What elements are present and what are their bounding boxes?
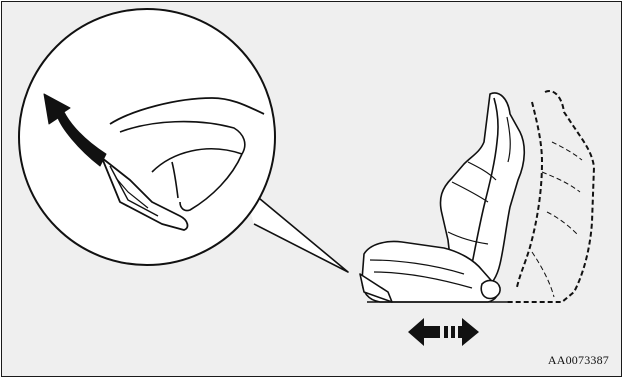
- seat-slid-back-outline: [507, 91, 594, 302]
- figure-code: AA0073387: [548, 353, 609, 368]
- double-headed-arrow-icon: [408, 318, 479, 346]
- seat: [360, 93, 524, 302]
- magnified-lever-callout: [19, 9, 348, 272]
